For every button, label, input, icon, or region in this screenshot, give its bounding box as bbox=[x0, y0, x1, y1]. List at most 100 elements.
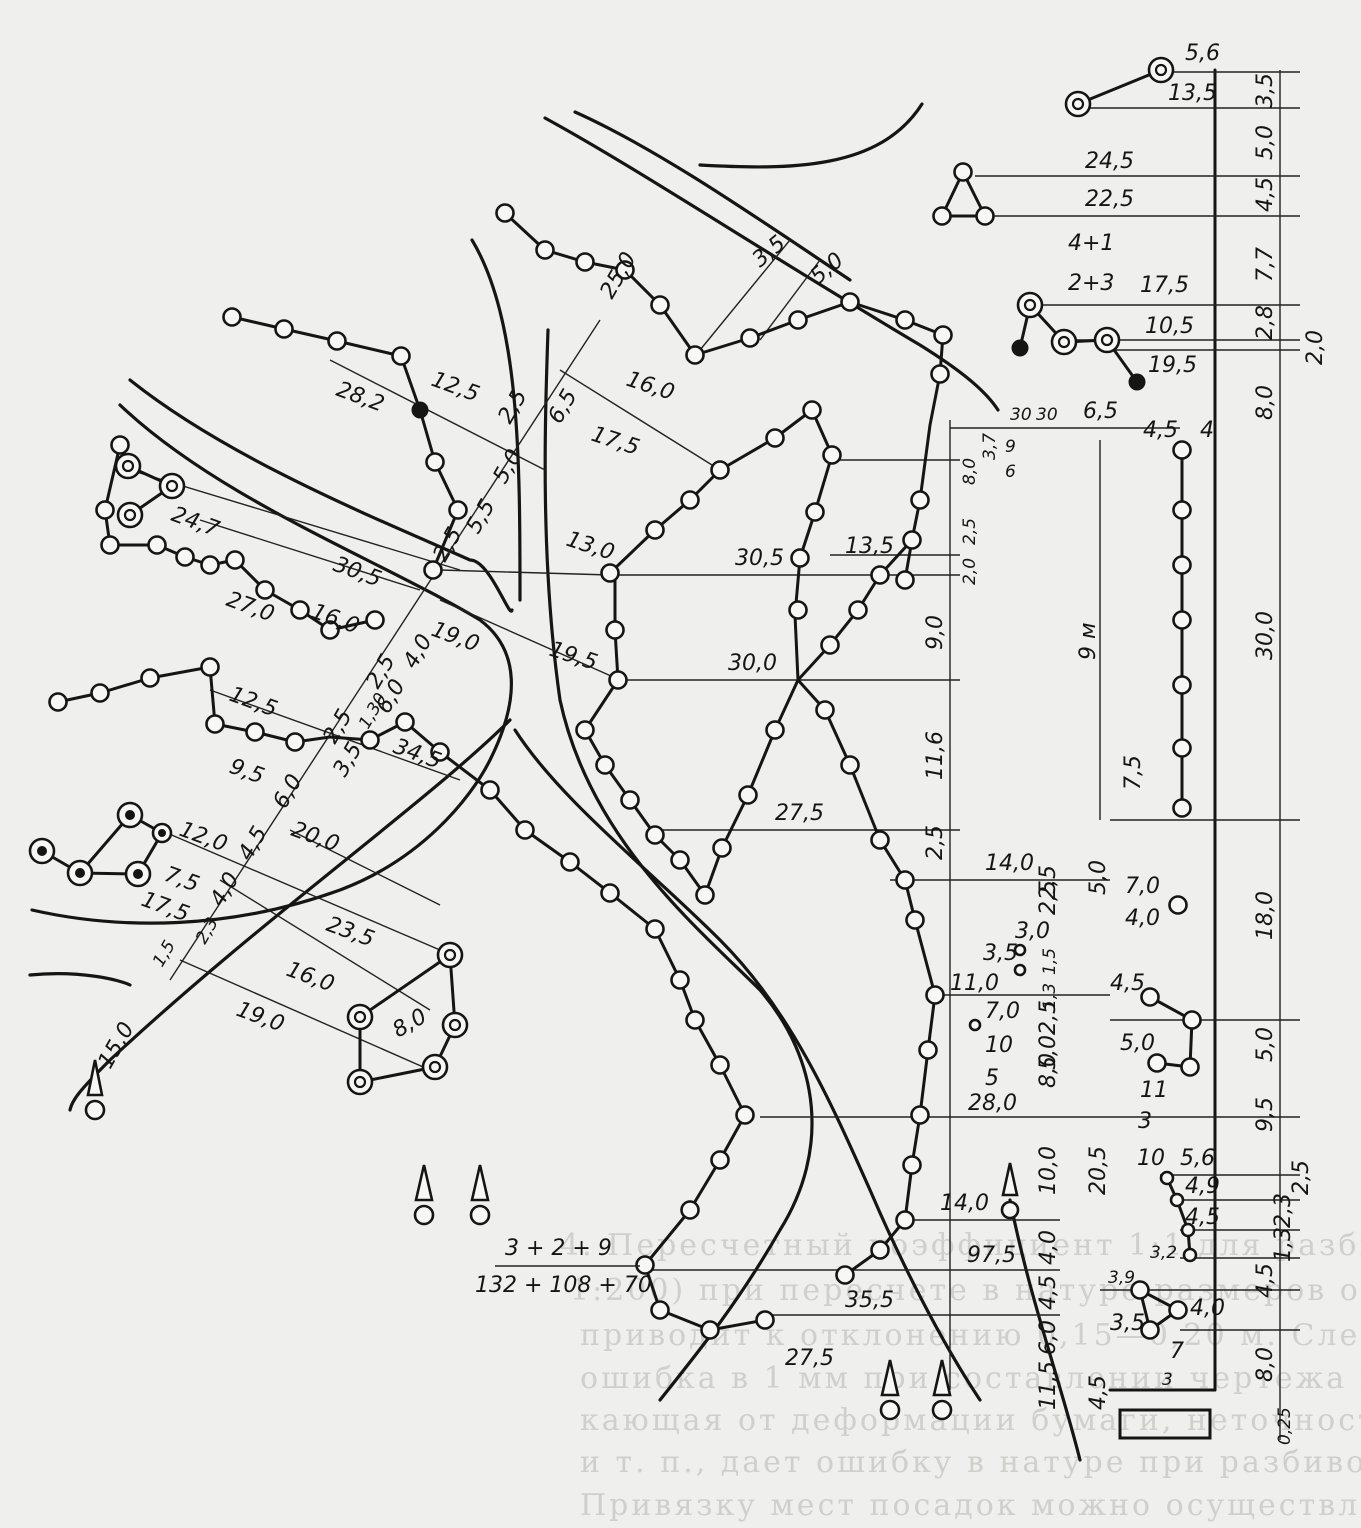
planting-node bbox=[735, 1105, 755, 1125]
planting-node bbox=[765, 720, 785, 740]
drawing-line bbox=[932, 1359, 952, 1397]
label: 12,5 bbox=[226, 682, 281, 722]
drawing-line bbox=[159, 829, 441, 951]
drawing-line bbox=[329, 359, 546, 471]
label: 4,5 bbox=[1086, 1375, 1111, 1410]
label: 24,7 bbox=[168, 502, 223, 542]
label: 4,0 bbox=[1036, 1230, 1061, 1265]
label: 11 bbox=[1140, 1078, 1168, 1103]
row-top-left bbox=[230, 315, 460, 572]
planting-node bbox=[245, 722, 265, 742]
planting-node bbox=[645, 520, 665, 540]
label: 1,5 bbox=[149, 937, 180, 970]
label: 3 bbox=[1162, 1370, 1173, 1390]
label: 16,0 bbox=[283, 957, 338, 997]
labels-small-groups: 7,0 4,0 3,0 2,5 3,5 4,5 5,0 11 3 7,0 10 … bbox=[983, 874, 1225, 1390]
label: 9 bbox=[1005, 437, 1016, 457]
planting-node bbox=[95, 500, 115, 520]
planting-node bbox=[918, 1040, 938, 1060]
planting-node bbox=[1140, 1320, 1160, 1340]
road-center-c bbox=[513, 728, 982, 1402]
label: 5,5 bbox=[462, 495, 501, 538]
planting-node bbox=[1172, 610, 1192, 630]
label: 13,0 bbox=[563, 527, 617, 566]
label: 4,5 bbox=[1036, 1275, 1061, 1310]
planting-node bbox=[125, 810, 135, 820]
planting-node bbox=[285, 732, 305, 752]
label: 14,0 bbox=[985, 851, 1034, 876]
label: 2,5 bbox=[1036, 880, 1061, 915]
label: 8,0 bbox=[1036, 1053, 1061, 1088]
planting-node bbox=[37, 846, 47, 856]
planting-node bbox=[205, 714, 225, 734]
drawing-line bbox=[1001, 1162, 1019, 1197]
bg-line-6: Привязку мест посадок можно осуществлять… bbox=[580, 1488, 1361, 1523]
planting-node bbox=[1168, 1300, 1188, 1320]
road-stub bbox=[28, 972, 132, 987]
planting-node bbox=[1168, 895, 1188, 915]
bg-line-0: 4. Пересчетный коэффициент 1:1 для разби… bbox=[560, 1228, 1361, 1263]
fraction-denominator: 132 + 108 + 70 bbox=[475, 1273, 652, 1298]
drawing-line bbox=[439, 569, 611, 576]
planting-node bbox=[788, 600, 808, 620]
label: 18,0 bbox=[1253, 891, 1278, 940]
planting-node bbox=[1013, 963, 1027, 977]
drawing-line bbox=[219, 879, 431, 1011]
planting-node bbox=[879, 1399, 901, 1421]
planting-node bbox=[815, 700, 835, 720]
planting-node bbox=[1172, 555, 1192, 575]
label: 12,5 bbox=[428, 367, 483, 407]
planting-node bbox=[968, 1018, 982, 1032]
label: 11,6 bbox=[923, 731, 948, 780]
planting-node bbox=[140, 668, 160, 688]
planting-node bbox=[365, 610, 385, 630]
planting-node bbox=[700, 1320, 720, 1340]
planting-node bbox=[932, 206, 952, 226]
planting-node bbox=[346, 1003, 374, 1031]
planting-node bbox=[600, 883, 620, 903]
planting-node bbox=[395, 712, 415, 732]
drawing-line bbox=[169, 319, 601, 981]
label: 2,5 bbox=[494, 385, 533, 428]
planting-node bbox=[975, 206, 995, 226]
label: 7 bbox=[1170, 1339, 1184, 1364]
leader-lines bbox=[129, 71, 1300, 1331]
planting-node bbox=[712, 838, 732, 858]
labels-top-right: 5,6 13,5 24,5 22,5 4+1 2+3 17,5 10,5 19,… bbox=[1005, 41, 1220, 482]
planting-node bbox=[1172, 500, 1192, 520]
planting-node bbox=[535, 240, 555, 260]
planting-node bbox=[48, 692, 68, 712]
planting-node bbox=[600, 563, 620, 583]
label: 13,5 bbox=[845, 534, 894, 559]
planting-node bbox=[425, 452, 445, 472]
planting-node bbox=[1057, 335, 1071, 349]
planting-node bbox=[1159, 1170, 1175, 1186]
label: 3 bbox=[1138, 1109, 1152, 1134]
label: 9 м bbox=[1076, 622, 1101, 660]
planting-node bbox=[788, 310, 808, 330]
label: 14,0 bbox=[940, 1191, 989, 1216]
planting-node bbox=[910, 490, 930, 510]
label: 1,3 bbox=[1040, 983, 1060, 1010]
drawing-line bbox=[199, 519, 421, 591]
label: 97,5 bbox=[967, 1243, 1016, 1268]
road-right-edge bbox=[1008, 1198, 1082, 1462]
label: 5,0 bbox=[1253, 125, 1278, 160]
label: 19,0 bbox=[428, 617, 483, 657]
labels-left-diagonal: 28,2 12,5 2,5 5,0 5,5 2,5 24,7 30,5 27,0… bbox=[94, 367, 533, 1073]
label: 10 bbox=[1137, 1146, 1165, 1171]
planting-node bbox=[680, 490, 700, 510]
planting-node bbox=[411, 401, 429, 419]
label: 30,0 bbox=[1253, 611, 1278, 660]
label: 4,0 bbox=[1190, 1296, 1225, 1321]
planting-node bbox=[575, 252, 595, 272]
planting-node bbox=[595, 755, 615, 775]
label: 5,0 bbox=[1253, 1027, 1278, 1062]
label: 2,5 bbox=[429, 523, 468, 566]
planting-node bbox=[290, 600, 310, 620]
planting-node bbox=[175, 547, 195, 567]
label: 3,5 bbox=[1110, 1311, 1145, 1336]
label: 4,9 bbox=[1185, 1174, 1220, 1199]
label: 12,0 bbox=[176, 817, 231, 857]
